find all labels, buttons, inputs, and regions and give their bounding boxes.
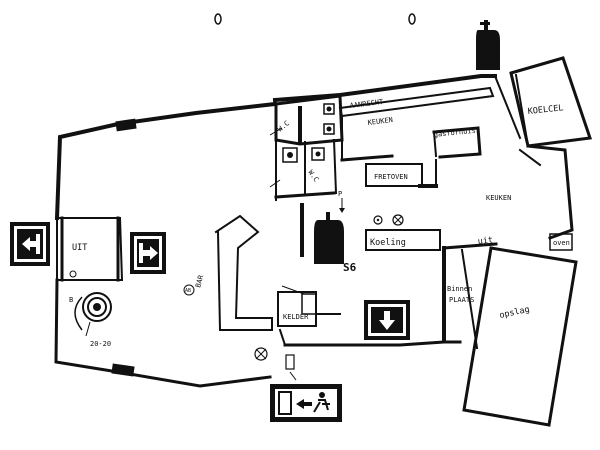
exit-sign-running	[270, 384, 342, 422]
exit-sign-down	[364, 300, 410, 340]
label-wc-mid: W.C	[306, 169, 320, 184]
label-plaats: PLAATS	[449, 296, 474, 304]
ab-marker-icon	[183, 284, 195, 296]
exit-sign-left	[10, 222, 50, 266]
smoke-detector-icon	[373, 215, 383, 225]
wall-openings	[111, 118, 137, 377]
label-koelcel: KOELCEL	[527, 103, 564, 117]
label-oven: oven	[553, 239, 570, 247]
label-kelder: KELDER	[283, 313, 309, 321]
label-keuken-top: KEUKEN	[367, 116, 393, 127]
label-fretoven: FRETOVEN	[374, 173, 408, 181]
toilet-block	[269, 94, 344, 201]
label-bar: BAR	[194, 273, 205, 288]
fire-extinguisher-icon	[314, 212, 344, 264]
fire-alarm-icon	[254, 347, 268, 361]
label-reel: 20-20	[90, 340, 111, 348]
label-uit-left: UIT	[72, 243, 87, 253]
label-b: B	[69, 296, 73, 304]
kitchen-interior	[338, 73, 573, 342]
label-uit-right: uit	[477, 235, 493, 247]
label-gasfornuis: gasfornuis	[433, 127, 476, 139]
door-swing-icon	[285, 354, 297, 381]
label-aanrecht: AANRECHT	[349, 98, 384, 110]
punch-holes	[214, 13, 416, 25]
entrance-vestibule	[56, 216, 124, 282]
fire-alarm-icon	[392, 214, 404, 226]
marker-labels: S6 AB 20-20 B P	[69, 190, 357, 348]
bar-counter	[214, 203, 341, 347]
label-p: P	[338, 190, 342, 198]
label-ab: AB	[185, 288, 191, 294]
label-koeling: Koeling	[370, 238, 406, 248]
label-opslag: opslag	[499, 305, 531, 321]
arrow-down-icon	[339, 198, 345, 213]
hose-reel-icon	[74, 292, 112, 337]
fire-extinguisher-icon	[476, 20, 500, 70]
room-labels: AANRECHT KEUKEN gasfornuis KOELCEL FRETO…	[72, 98, 570, 321]
label-s6: S6	[343, 261, 357, 274]
exit-sign-right	[130, 232, 166, 274]
label-wc-top: W.C	[276, 119, 291, 133]
label-binnen: Binnen	[447, 285, 472, 293]
label-keuken-main: KEUKEN	[486, 194, 511, 202]
